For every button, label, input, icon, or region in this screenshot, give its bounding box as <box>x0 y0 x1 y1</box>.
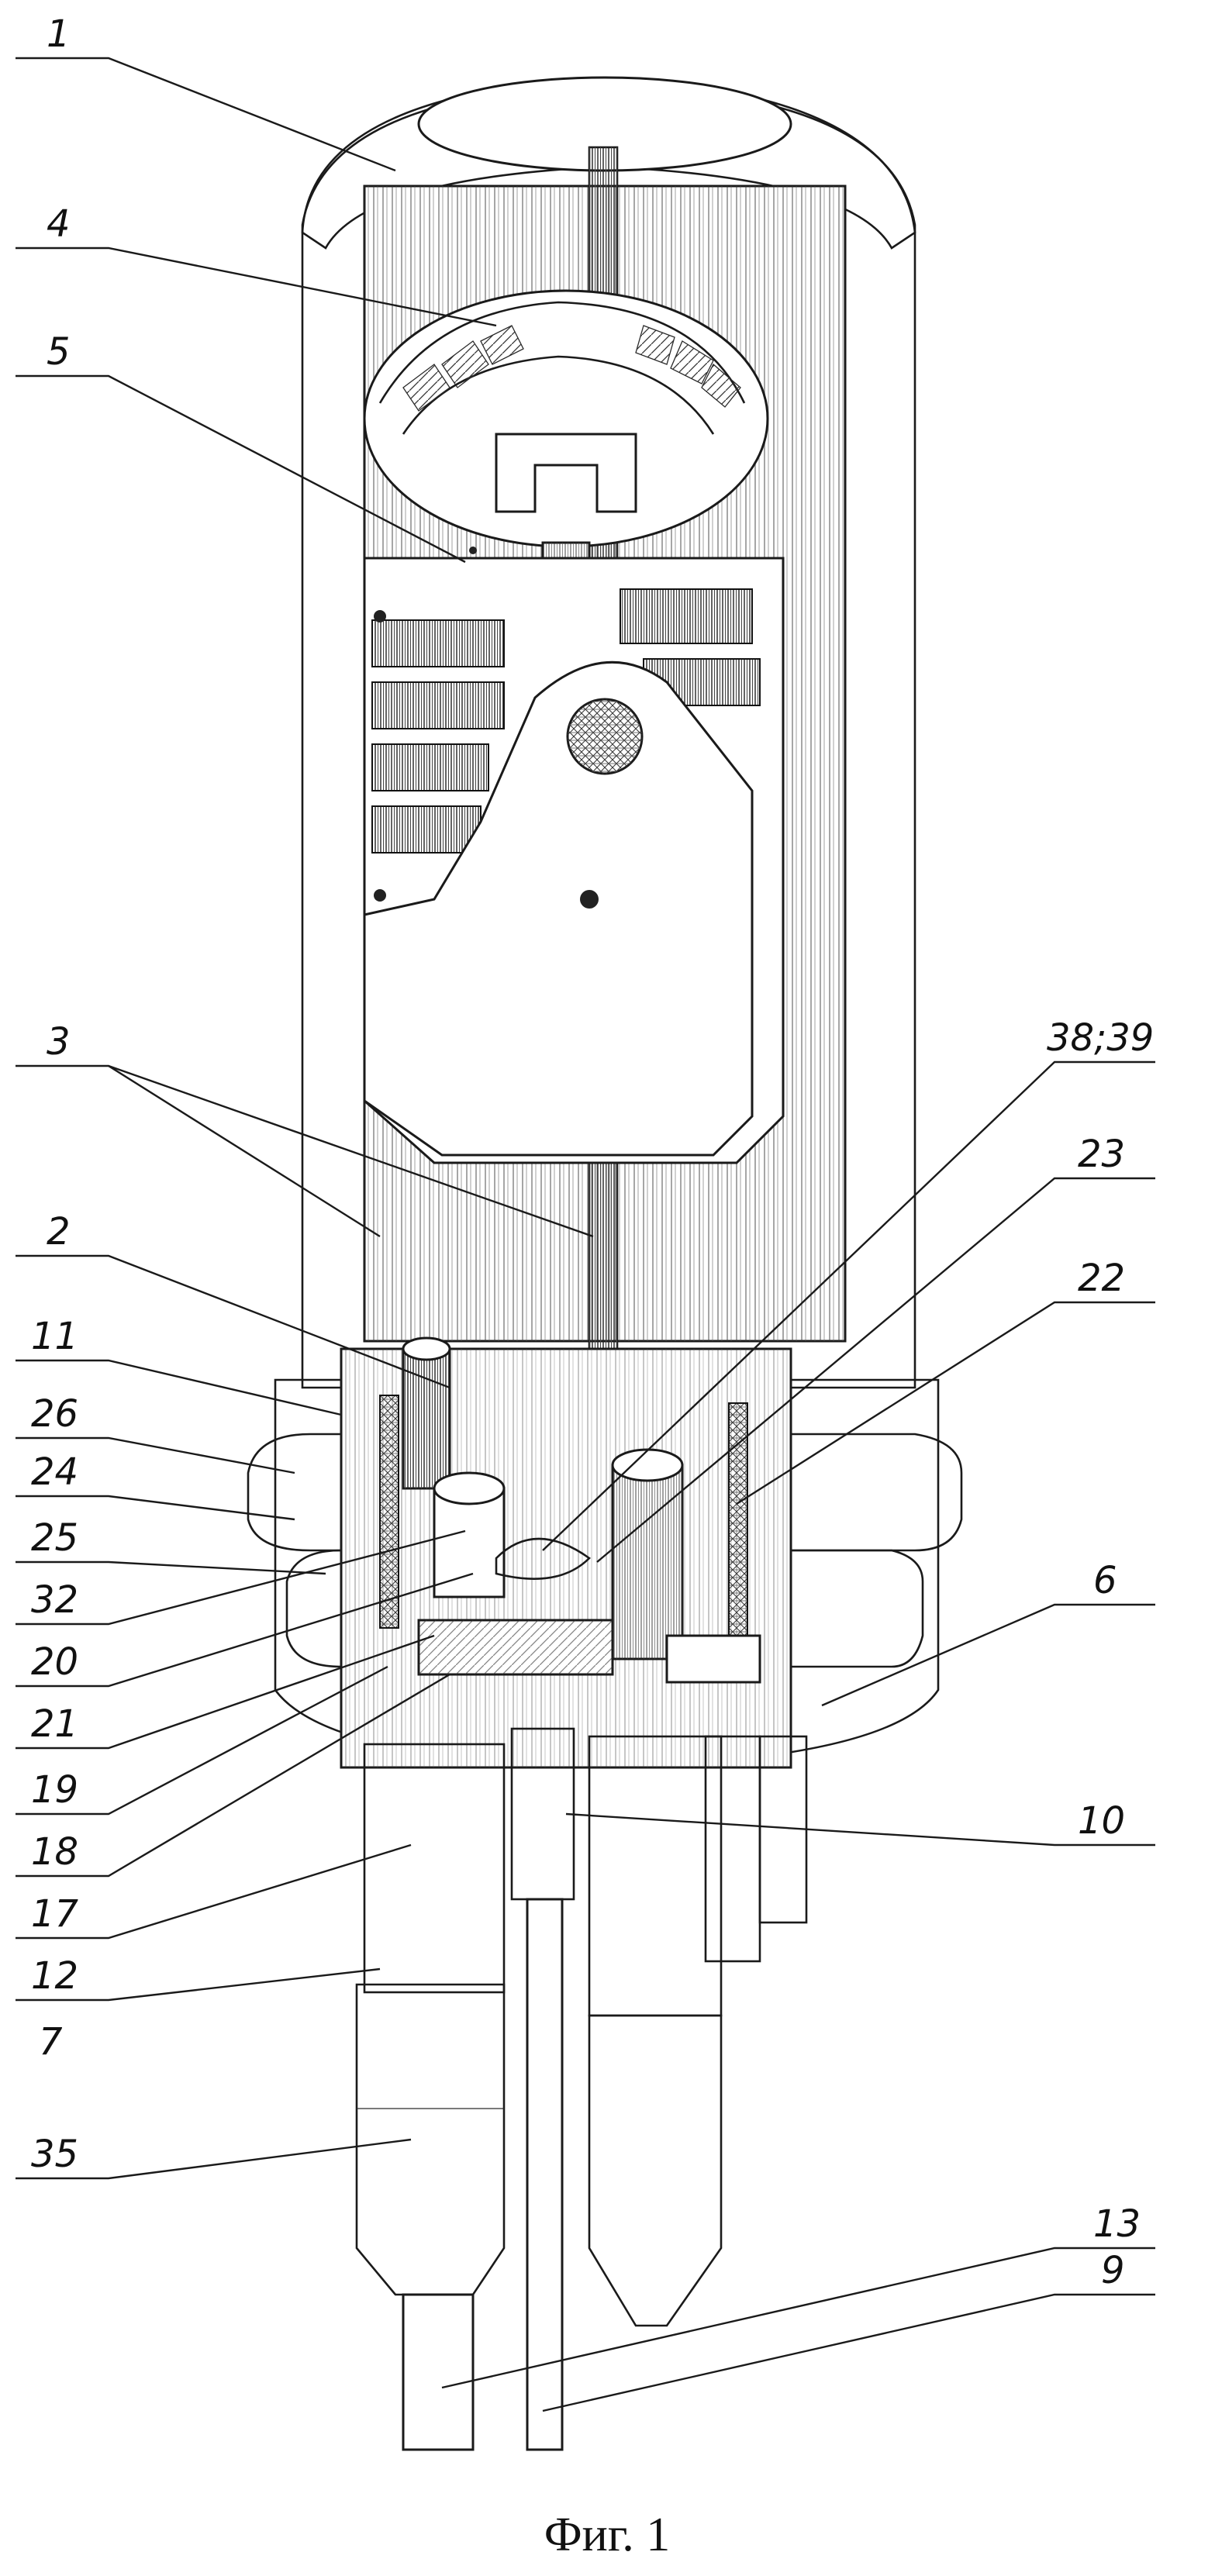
label-24: 24 <box>31 1450 78 1494</box>
figure-caption: Фиг. 1 <box>544 2509 671 2561</box>
label-3: 3 <box>47 1020 71 1064</box>
label-5: 5 <box>47 330 71 374</box>
label-1: 1 <box>47 12 71 56</box>
base-section <box>248 1338 961 1767</box>
label-38-39: 38;39 <box>1047 1016 1154 1060</box>
label-9: 9 <box>1101 2249 1125 2292</box>
label-10: 10 <box>1078 1799 1125 1843</box>
label-13: 13 <box>1093 2202 1141 2246</box>
label-6: 6 <box>1093 1559 1117 1602</box>
label-7: 7 <box>39 2020 63 2064</box>
label-21: 21 <box>31 1702 78 1746</box>
label-12: 12 <box>31 1954 78 1998</box>
label-18: 18 <box>31 1830 78 1874</box>
splice-plate <box>364 547 783 1163</box>
label-22: 22 <box>1078 1257 1125 1300</box>
label-25: 25 <box>31 1516 78 1560</box>
label-2: 2 <box>47 1210 71 1254</box>
label-23: 23 <box>1078 1133 1125 1176</box>
label-35: 35 <box>31 2133 78 2176</box>
label-17: 17 <box>31 1892 79 1936</box>
label-26: 26 <box>31 1392 78 1436</box>
label-32: 32 <box>31 1578 78 1622</box>
cable-entries <box>357 1729 806 2450</box>
label-19: 19 <box>31 1768 78 1812</box>
label-4: 4 <box>47 202 71 246</box>
label-20: 20 <box>31 1640 78 1684</box>
label-11: 11 <box>31 1315 78 1358</box>
